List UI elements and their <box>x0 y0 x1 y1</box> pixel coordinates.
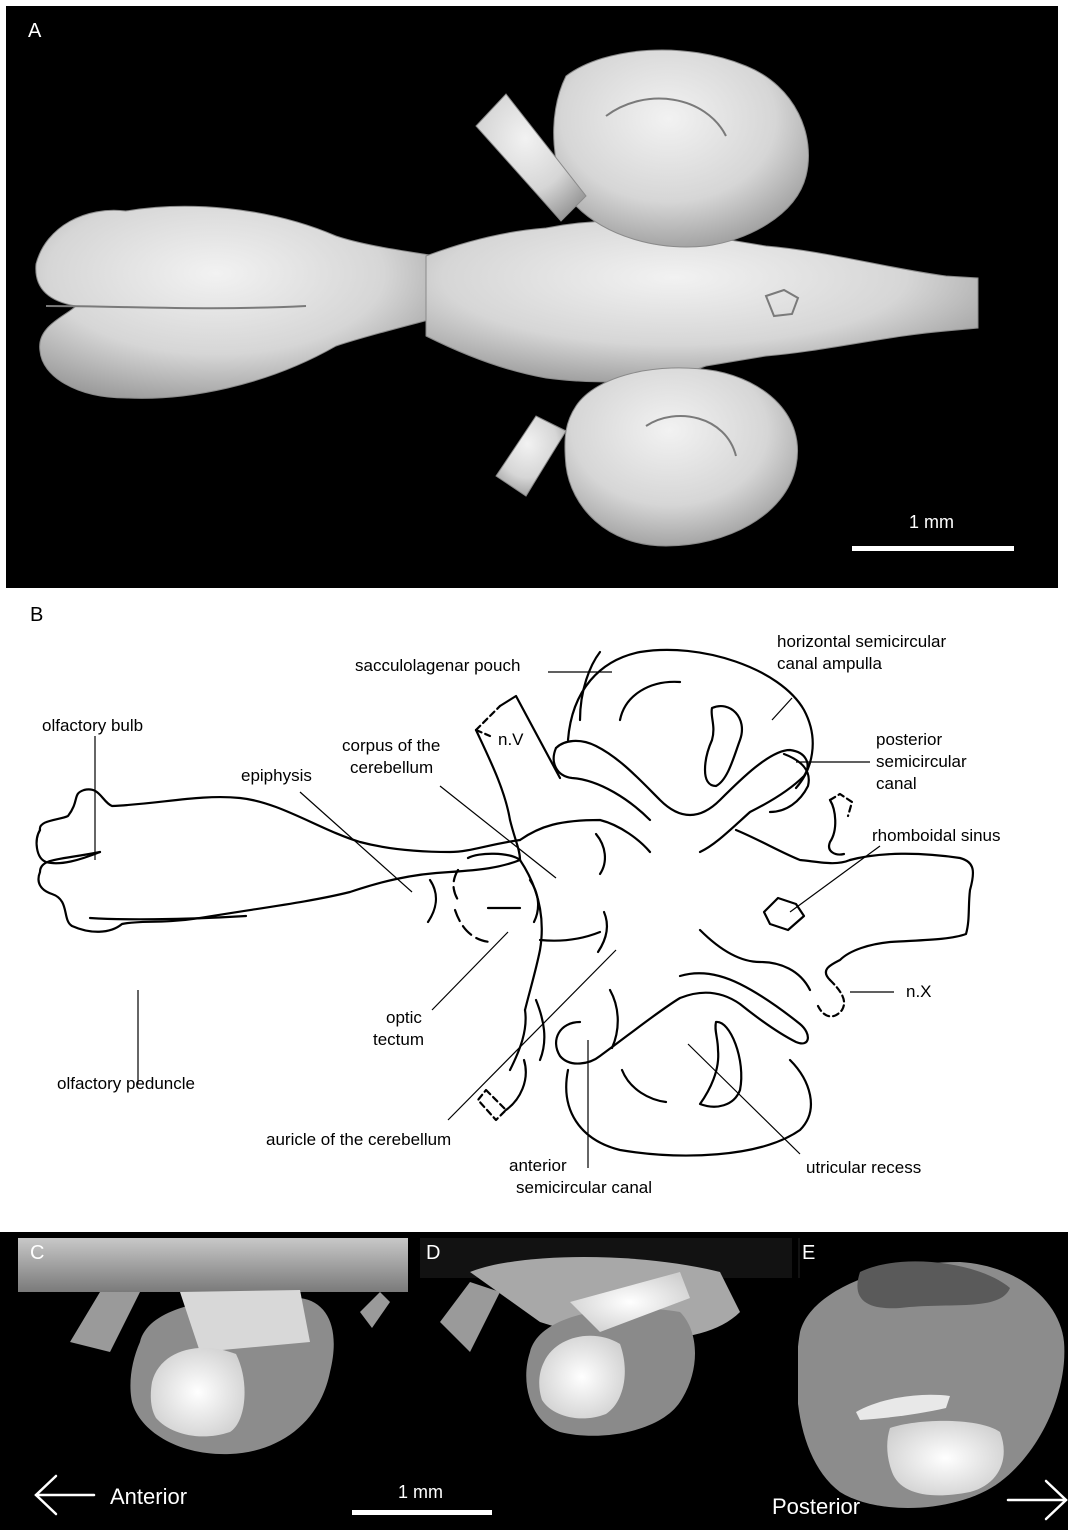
panel-letter-a: A <box>28 20 41 43</box>
panel-cde-otolith-renders: C D E Anterior Posterior 1 mm <box>0 1232 1068 1530</box>
scale-bar <box>852 546 1014 551</box>
brain-endocast-render <box>6 6 1058 588</box>
label-posterior-line1: posterior <box>876 730 942 750</box>
label-anterior-line2: semicircular canal <box>516 1178 652 1198</box>
label-optic-line1: optic <box>386 1008 422 1028</box>
panel-letter-d: D <box>426 1242 440 1265</box>
panel-b-line-drawing: B olfactory bulb epiphysis corpus of the… <box>0 590 1068 1230</box>
label-rhomboidal-sinus: rhomboidal sinus <box>872 826 1001 846</box>
label-posterior-direction: Posterior <box>772 1494 860 1520</box>
label-sacculolagenar-pouch: sacculolagenar pouch <box>355 656 520 676</box>
label-optic-line2: tectum <box>373 1030 424 1050</box>
label-horizontal-line1: horizontal semicircular <box>777 632 946 652</box>
label-olfactory-bulb: olfactory bulb <box>42 716 143 736</box>
brain-schematic <box>0 590 1068 1230</box>
panel-a-3d-render: A 1 mm <box>6 6 1058 588</box>
scale-bar-label: 1 mm <box>909 512 954 533</box>
label-corpus-line2: cerebellum <box>350 758 433 778</box>
label-epiphysis: epiphysis <box>241 766 312 786</box>
label-horizontal-line2: canal ampulla <box>777 654 882 674</box>
label-nx: n.X <box>906 982 932 1002</box>
label-utricular-recess: utricular recess <box>806 1158 921 1178</box>
label-anterior-line1: anterior <box>509 1156 567 1176</box>
label-corpus-line1: corpus of the <box>342 736 440 756</box>
label-nv: n.V <box>498 730 524 750</box>
label-olfactory-peduncle: olfactory peduncle <box>57 1074 195 1094</box>
label-posterior-line2: semicircular <box>876 752 967 772</box>
scale-bar-cde <box>352 1510 492 1515</box>
label-posterior-line3: canal <box>876 774 917 794</box>
label-auricle: auricle of the cerebellum <box>266 1130 451 1150</box>
panel-letter-b: B <box>30 604 43 627</box>
panel-letter-c: C <box>30 1242 44 1265</box>
label-anterior-direction: Anterior <box>110 1484 187 1510</box>
panel-letter-e: E <box>802 1242 815 1265</box>
scale-bar-label-cde: 1 mm <box>398 1482 443 1503</box>
